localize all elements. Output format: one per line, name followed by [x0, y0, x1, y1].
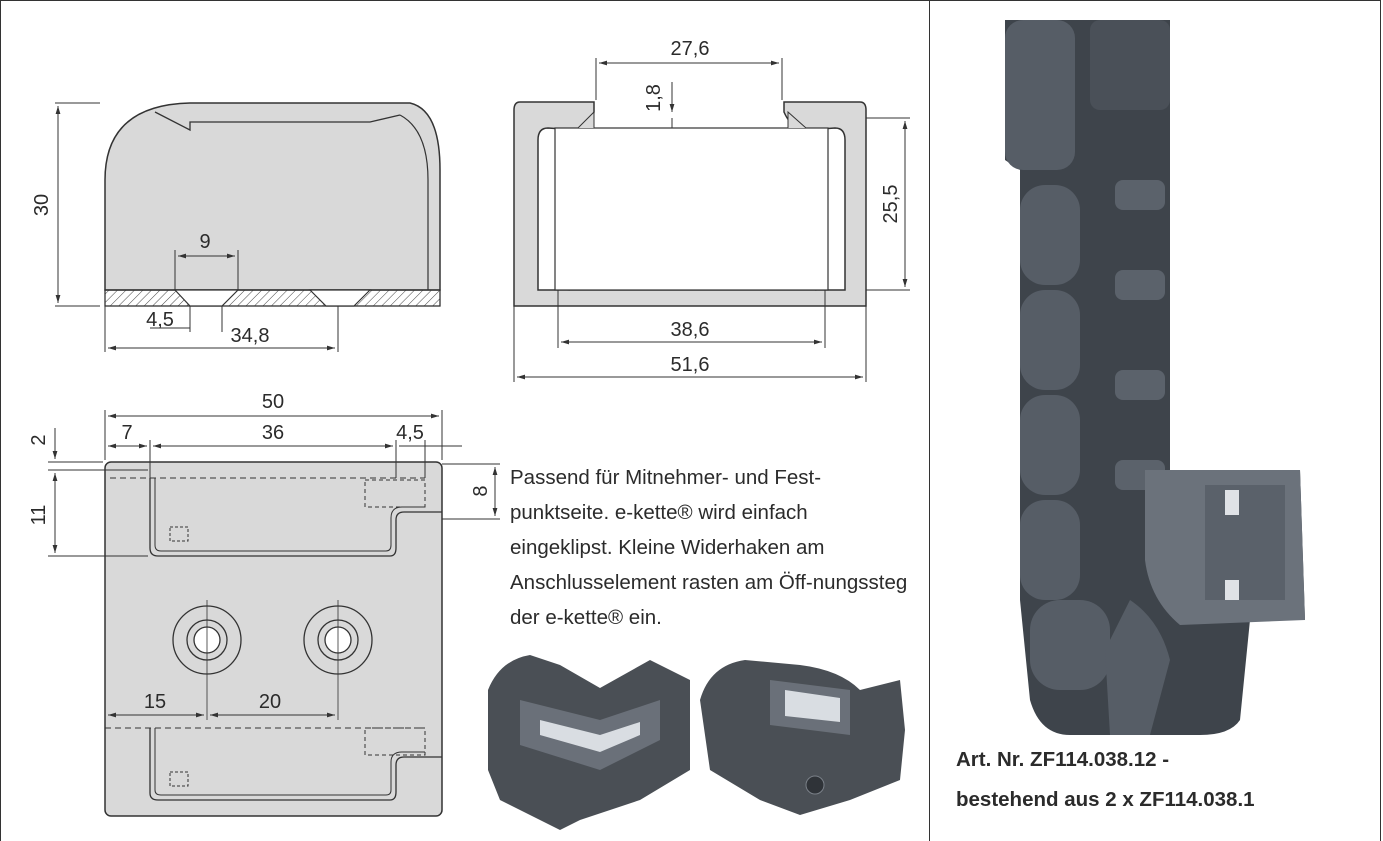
dim-edge-label: 4,5 — [146, 309, 174, 331]
dim-plate-width-label: 50 — [262, 391, 284, 413]
dim-hole-spacing-label: 20 — [259, 691, 281, 713]
dim-inner-width-label: 38,6 — [671, 319, 710, 341]
article-composition: bestehend aus 2 x ZF114.038.1 — [956, 788, 1255, 811]
column-divider — [929, 0, 930, 841]
dim-left-offset-label: 7 — [121, 422, 132, 444]
cable-chain-photo — [1005, 20, 1305, 735]
dim-right-depth-label: 8 — [470, 485, 492, 496]
dim-inner-height-label: 25,5 — [880, 185, 902, 224]
dim-hook-span-label: 36 — [262, 422, 284, 444]
bracket-render-pair — [488, 655, 905, 830]
dim-center-label: 34,8 — [231, 325, 270, 347]
dim-hole-left-label: 15 — [144, 691, 166, 713]
dim-slot-label: 9 — [199, 231, 210, 253]
dim-outer-width-label: 51,6 — [671, 354, 710, 376]
article-number: Art. Nr. ZF114.038.12 - — [956, 748, 1170, 771]
bracket-side-view: 30 9 4,5 34,8 — [31, 102, 441, 352]
dim-height-label: 30 — [31, 194, 53, 216]
plate-top-view: 50 7 36 4,5 2 11 8 15 20 — [28, 391, 500, 817]
dim-hook-depth-label: 11 — [28, 505, 50, 526]
channel-cross-section: 27,6 1,8 25,5 38,6 51,6 — [513, 38, 910, 382]
dim-opening-label: 27,6 — [671, 38, 710, 60]
description-text: Passend für Mitnehmer- und Fest-punktsei… — [510, 466, 908, 629]
dim-lip-label: 1,8 — [643, 84, 665, 112]
dim-right-offset-label: 4,5 — [396, 422, 424, 444]
dim-top-gap-label: 2 — [28, 434, 50, 445]
article-caption: Art. Nr. ZF114.038.12 - bestehend aus 2 … — [956, 740, 1255, 820]
